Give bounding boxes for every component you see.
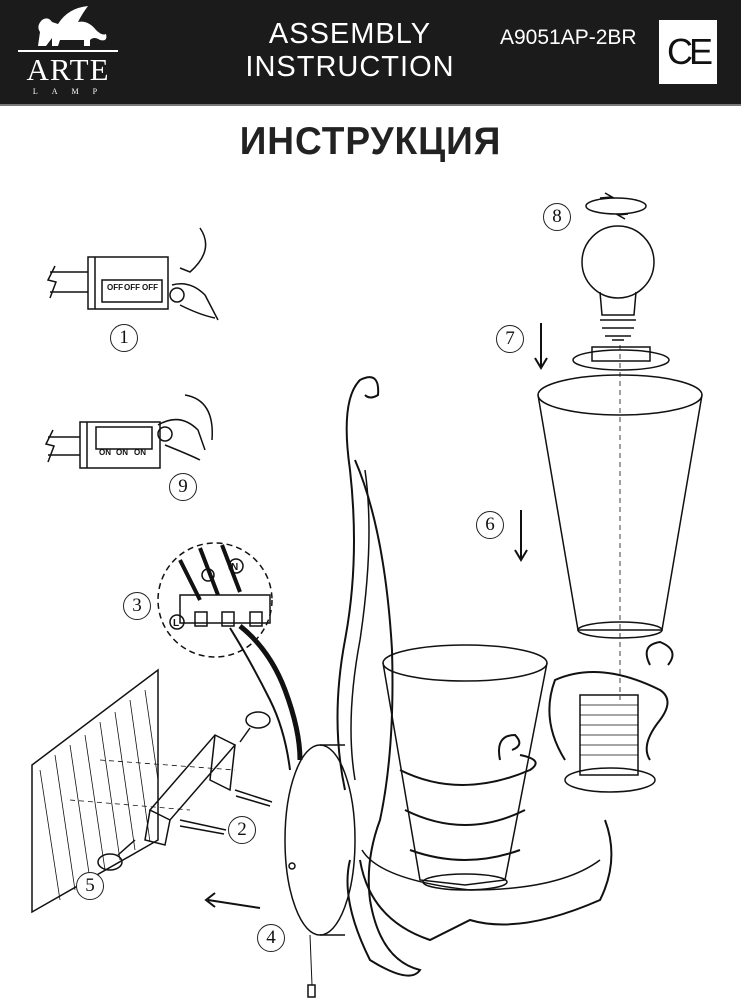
thumb-nut-icon bbox=[245, 711, 271, 729]
live-label: L bbox=[173, 618, 179, 629]
socket-ring bbox=[572, 346, 670, 371]
header-bar: ARTE LAMP ASSEMBLY INSTRUCTION A9051AP-2… bbox=[0, 0, 741, 106]
curved-arrow-icon bbox=[179, 227, 207, 273]
arrow-down-icon bbox=[534, 323, 548, 370]
step-1-marker: 1 bbox=[110, 324, 138, 352]
switch-label: ON bbox=[99, 448, 111, 457]
arte-lamp-logo: ARTE LAMP bbox=[18, 4, 118, 98]
step-6-marker: 6 bbox=[476, 511, 504, 539]
step-3-marker: 3 bbox=[123, 592, 151, 620]
page-title: ИНСТРУКЦИЯ bbox=[239, 120, 502, 163]
logo-text: ARTE bbox=[18, 50, 118, 88]
arrow-down-icon bbox=[514, 510, 528, 562]
arrow-left-icon bbox=[204, 892, 261, 909]
switch-label: OFF bbox=[107, 283, 123, 292]
step-9-marker: 9 bbox=[169, 473, 197, 501]
step-5-marker: 5 bbox=[76, 872, 104, 900]
switch-on-illustration: ON ON ON bbox=[44, 394, 214, 469]
title-line-1: ASSEMBLY bbox=[268, 18, 432, 50]
hand-icon bbox=[157, 418, 206, 461]
screw-icon bbox=[179, 819, 227, 835]
switch-off-illustration: OFF OFF OFF bbox=[46, 227, 219, 321]
lamp-socket bbox=[548, 640, 674, 793]
winged-lion-icon bbox=[38, 6, 107, 46]
screw-icon bbox=[234, 789, 273, 807]
ce-mark-text: CE bbox=[666, 31, 713, 72]
wall-illustration bbox=[31, 668, 159, 914]
hand-icon bbox=[171, 283, 219, 321]
mounting-bracket bbox=[69, 711, 273, 909]
switch-label: OFF bbox=[124, 283, 140, 292]
thumb-nut-icon bbox=[97, 853, 123, 871]
document-title: ASSEMBLY INSTRUCTION bbox=[220, 18, 480, 84]
curved-arrow-icon bbox=[184, 394, 214, 441]
title-line-2: INSTRUCTION bbox=[245, 51, 455, 83]
switch-label: ON bbox=[116, 448, 128, 457]
left-glass-shade bbox=[382, 644, 548, 891]
neutral-label: N bbox=[231, 562, 238, 573]
rotate-arrow-icon bbox=[585, 197, 647, 215]
switch-label: OFF bbox=[142, 283, 158, 292]
step-2-marker: 2 bbox=[228, 816, 256, 844]
light-bulb bbox=[581, 192, 655, 341]
step-4-marker: 4 bbox=[257, 924, 285, 952]
step-8-marker: 8 bbox=[543, 203, 571, 231]
lamp-body bbox=[284, 376, 613, 998]
switch-label: ON bbox=[134, 448, 146, 457]
ce-mark: CE bbox=[659, 20, 717, 84]
logo-subtext: LAMP bbox=[32, 87, 112, 96]
wiring-detail: N L bbox=[157, 542, 303, 771]
model-number: A9051AP-2BR bbox=[500, 26, 637, 49]
step-7-marker: 7 bbox=[496, 325, 524, 353]
